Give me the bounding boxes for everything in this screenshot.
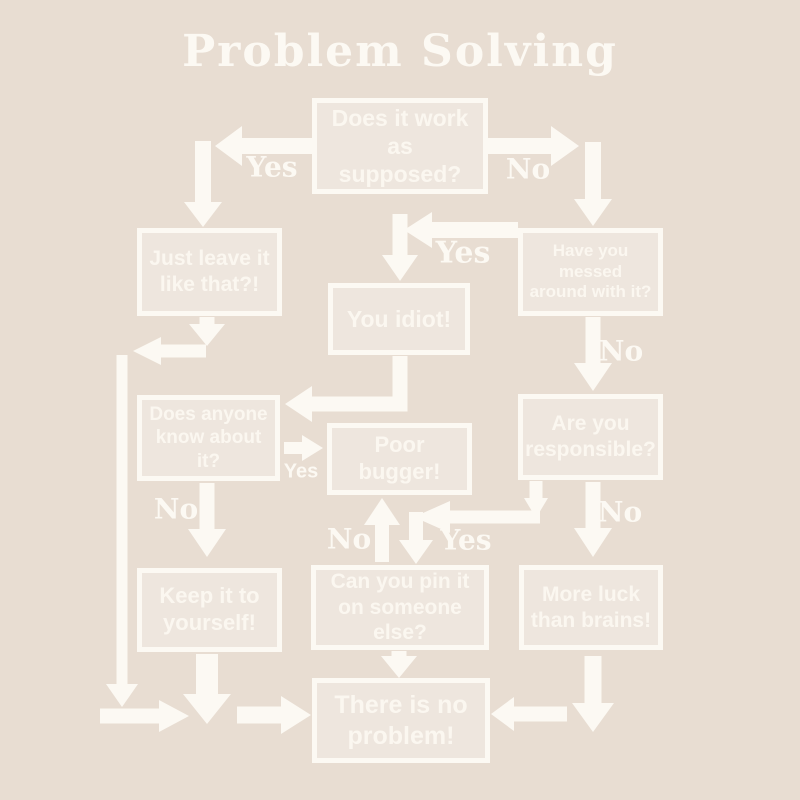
node-pin-on-someone: Can you pin it on someone else? [311,565,489,650]
arrow-more-luck-down [572,656,614,732]
arrow-no-responsible-down [574,317,612,391]
page-title: Problem Solving [182,26,618,77]
node-does-it-work: Does it work as supposed? [312,98,488,194]
arrow-no-keep-it [188,483,226,557]
arrow-pin-to-no-problem [381,651,417,678]
node-poor-bugger: Poor bugger! [327,423,472,495]
edge-label-no-messed: No [598,334,644,368]
arrow-yes-you-idiot [382,212,518,281]
arrow-no-more-luck [574,482,612,557]
node-does-anyone-know: Does anyone know about it? [137,395,280,481]
arrow-yes-pin [399,481,548,564]
arrow-no-poor-bugger-up [364,498,400,562]
arrow-you-idiot-to-does-anyone [285,356,408,422]
node-more-luck: More luck than brains! [519,565,663,650]
edge-label-yes-poor-bugger: Yes [283,460,319,483]
node-just-leave: Just leave it like that?! [137,228,282,316]
node-no-problem: There is no problem! [312,678,490,763]
node-keep-it-to-yourself: Keep it to yourself! [137,568,282,652]
arrow-into-no-problem-left [237,696,311,734]
arrow-yes-poor-bugger [284,435,323,461]
edge-label-no-does-anyone: No [153,492,199,526]
arrow-keep-it-down [183,654,231,724]
arrow-into-no-problem-right [491,697,567,731]
edge-label-no-pin-up: No [326,522,372,556]
node-are-you-responsible: Are you responsible? [518,394,663,480]
arrow-down-just-leave [184,141,222,227]
arrow-just-leave-long-path [100,317,225,732]
arrow-down-messed [574,142,612,226]
node-you-idiot: You idiot! [328,283,470,355]
arrow-yes-left [215,126,312,166]
edge-label-yes-responsible: Yes [440,523,492,557]
node-messed-around: Have you messed around with it? [518,228,663,316]
edge-label-yes-top-left: Yes [246,150,298,184]
edge-label-no-top-right: No [505,152,551,186]
edge-label-yes-you-idiot: Yes [435,235,491,271]
arrow-no-right [488,126,579,166]
edge-label-no-responsible: No [597,495,643,529]
